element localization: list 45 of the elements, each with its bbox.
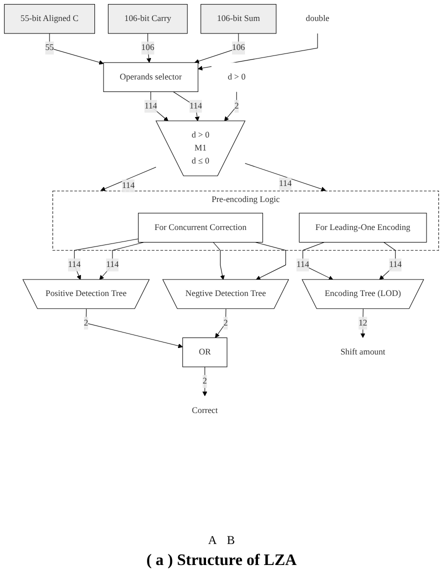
signal-name: B [226, 533, 235, 548]
edge-label: 2 [84, 318, 88, 328]
edge-label: 2 [202, 376, 207, 386]
arrow [99, 242, 144, 280]
node-text: Shift amount [340, 347, 386, 357]
block-diagram: Pre-encoding Logic 55 106 106 114 114 2 114 114 114 114 2 2 2 12 114 114 55-bit Aligned C 106-bit Carry 106-bit Sum double Operands selector d > 0 d > 0 M1 d ≤ 0 For Concurrent Correction For Leading-One Encoding Positive Detection Tree Negtive Detection Tree Encoding Tree (LOD) OR Correct Shift amount [0, 0, 443, 430]
edge-label: 106 [232, 43, 245, 52]
edge-label: 55 [45, 43, 54, 52]
node-box [182, 338, 228, 368]
arrow [212, 242, 225, 280]
node-box [108, 4, 188, 34]
arrow [86, 308, 183, 348]
node-box [103, 62, 198, 92]
node-box [200, 4, 276, 34]
edge-label: 114 [189, 101, 202, 111]
arrow [379, 242, 396, 280]
edge-label: 114 [122, 180, 135, 190]
edge-label: 12 [358, 318, 368, 328]
edge-label: 114 [106, 260, 119, 270]
edge-label: 114 [144, 101, 158, 111]
edge-label: 114 [296, 260, 310, 270]
arrow [202, 366, 208, 396]
cluster [52, 190, 439, 251]
arrow [194, 33, 239, 64]
node-text: Correct [192, 406, 218, 415]
arrow [49, 33, 104, 65]
arrow [100, 166, 156, 191]
edge-label: 114 [68, 260, 81, 270]
arrow [146, 33, 152, 63]
node-box [138, 212, 263, 243]
edge-label: 106 [141, 43, 154, 52]
arrow [255, 242, 286, 280]
arrow [302, 242, 334, 280]
node-box [4, 4, 95, 34]
edge-label: 2 [234, 101, 239, 111]
edge-label: 114 [389, 260, 402, 270]
node-box [298, 212, 427, 243]
edge-label: 114 [279, 179, 292, 188]
edge-label: 2 [224, 318, 228, 328]
node-text: double [306, 14, 330, 24]
arrow [360, 308, 366, 338]
arrow [244, 163, 326, 192]
signal-name: A [208, 533, 217, 548]
caption: ( a ) Structure of LZA [146, 552, 297, 570]
arrow [74, 238, 139, 280]
